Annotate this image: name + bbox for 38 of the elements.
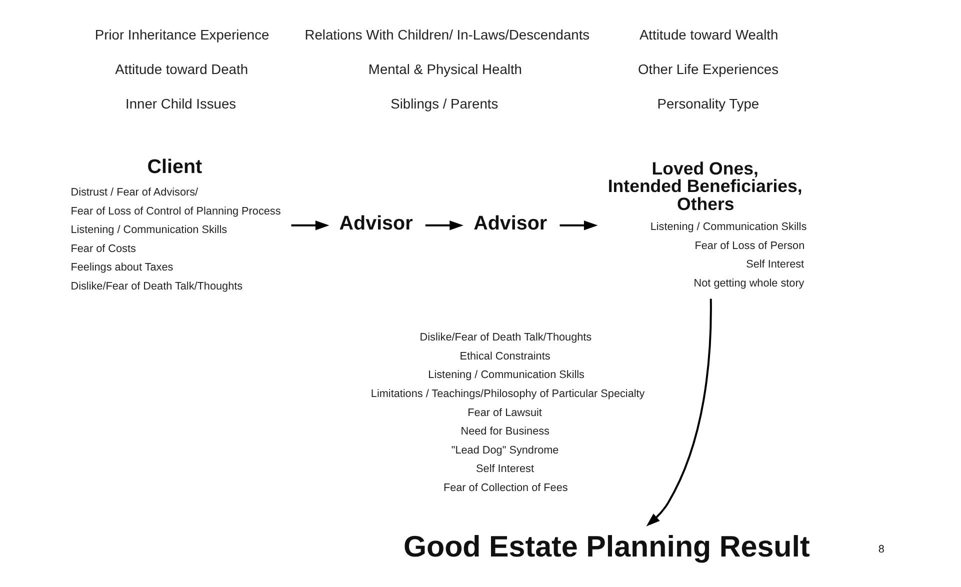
label: Need for Business — [460, 426, 549, 438]
node-label: Listening / Communication Skills — [70, 224, 227, 236]
label: Mental & Physical Health — [368, 61, 522, 77]
node-label: Self Interest — [746, 258, 804, 271]
arrow — [290, 220, 329, 230]
node-text: Advisor — [338, 212, 412, 234]
node-label: Not getting whole story — [693, 277, 804, 290]
node-label: Feelings about Taxes — [70, 262, 173, 274]
label: "Lead Dog" Syndrome — [450, 444, 558, 456]
node-label: Fear of Costs — [70, 242, 136, 255]
label: Attitude toward Wealth — [638, 26, 778, 42]
node-text: Good Estate Planning Result — [402, 530, 810, 564]
label: Ethical Constraints — [459, 350, 550, 362]
arrow — [646, 298, 712, 526]
label: Inner Child Issues — [125, 96, 236, 112]
label: Siblings / Parents — [390, 96, 498, 112]
arrow — [559, 220, 598, 230]
label: Self Interest — [476, 463, 534, 476]
label: Personality Type — [656, 96, 759, 112]
label: Other Life Experiences — [637, 61, 778, 77]
label: Prior Inheritance Experience — [94, 26, 269, 42]
node-label: Fear of Loss of Control of Planning Process — [70, 205, 280, 218]
node-text: Advisor — [473, 212, 547, 234]
label: Limitations / Teachings/Philosophy of Particular Specialty — [370, 388, 644, 400]
node-label: Fear of Loss of Person — [694, 240, 804, 252]
node-text: Loved Ones, Intended Beneficiaries, Others — [607, 158, 802, 214]
label: Relations With Children/ In-Laws/Descendants — [304, 26, 590, 42]
label: 8 — [878, 543, 884, 556]
node-text: Client — [146, 156, 202, 178]
node-label: Listening / Communication Skills — [650, 221, 806, 234]
label: Fear of Collection of Fees — [442, 482, 568, 494]
arrow — [424, 220, 463, 230]
node-label: Distrust / Fear of Advisors/ — [70, 186, 198, 199]
node-label: Dislike/Fear of Death Talk/Thoughts — [70, 280, 242, 292]
label: Attitude toward Death — [114, 61, 248, 77]
label: Fear of Lawsuit — [467, 406, 542, 419]
label: Listening / Communication Skills — [428, 369, 584, 382]
label: Dislike/Fear of Death Talk/Thoughts — [419, 332, 592, 344]
